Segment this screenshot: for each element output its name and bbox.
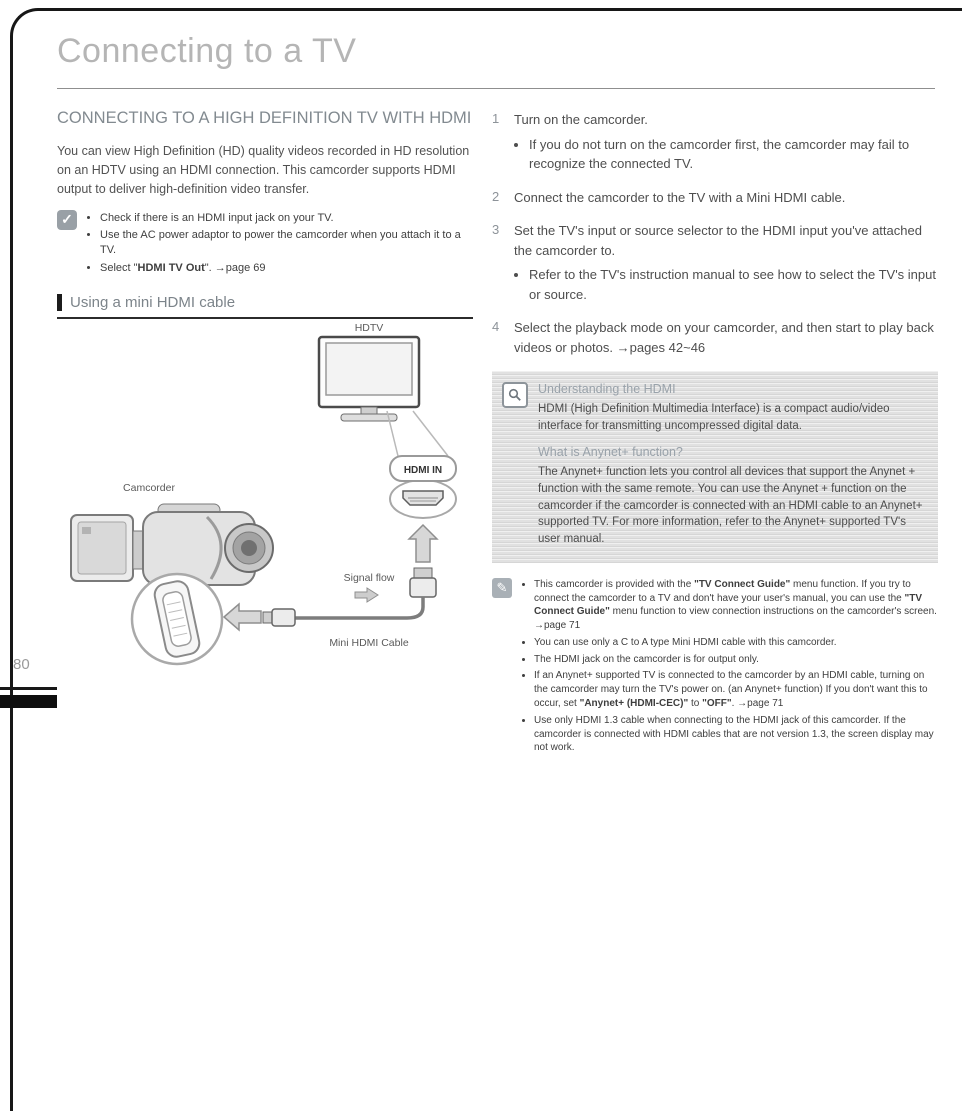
step-text: Connect the camcorder to the TV with a M…	[514, 189, 846, 205]
footnote: Use only HDMI 1.3 cable when connecting …	[534, 714, 938, 755]
step-number: 3	[492, 222, 500, 237]
footnotes-list: This camcorder is provided with the "TV …	[521, 578, 938, 759]
step-number: 2	[492, 188, 500, 204]
steps-list: 1 Turn on the camcorder. If you do not t…	[492, 110, 938, 357]
step-body: Set the TV's input or source selector to…	[514, 221, 938, 304]
info-paragraph: The Anynet+ function lets you control al…	[538, 466, 923, 546]
step-bullets: If you do not turn on the camcorder firs…	[514, 135, 938, 174]
subsection-heading: Using a mini HDMI cable	[57, 294, 473, 312]
info-heading: Understanding the HDMI	[538, 382, 676, 396]
mini-hdmi-plug-horizontal	[262, 608, 296, 627]
hdtv-illustration	[317, 336, 421, 422]
info-heading: What is Anynet+ function?	[538, 445, 683, 460]
check-notes-list: Check if there is an HDMI input jack on …	[86, 211, 473, 279]
magnifier-icon	[502, 382, 528, 408]
hdmi-in-callout: HDMI IN	[389, 455, 457, 520]
callout-lines	[386, 410, 449, 457]
footnote: This camcorder is provided with the "TV …	[534, 578, 938, 633]
check-note: Use the AC power adaptor to power the ca…	[100, 228, 473, 259]
signal-flow-label: Signal flow	[344, 572, 395, 584]
step-bullet: If you do not turn on the camcorder firs…	[529, 135, 938, 174]
hdmi-in-label: HDMI IN	[404, 465, 442, 476]
subsection-heading-text: Using a mini HDMI cable	[70, 294, 236, 312]
step-bullet: Refer to the TV's instruction manual to …	[529, 265, 938, 304]
check-icon: ✓	[57, 209, 77, 230]
insert-arrow-icon	[222, 602, 262, 632]
port-magnifier-circle	[130, 573, 224, 666]
up-arrow-icon	[407, 524, 439, 563]
subsection-divider	[57, 317, 473, 320]
hdmi-info-box: Understanding the HDMI HDMI (High Defini…	[492, 371, 938, 563]
pencil-note-icon: ✎	[492, 577, 512, 598]
camcorder-label: Camcorder	[123, 482, 175, 494]
footnotes-box: ✎ This camcorder is provided with the "T…	[492, 577, 938, 759]
step-text: Turn on the camcorder.	[514, 112, 648, 127]
right-column: 1 Turn on the camcorder. If you do not t…	[492, 110, 938, 758]
info-box-content: Understanding the HDMI HDMI (High Defini…	[538, 382, 926, 559]
info-paragraph: HDMI (High Definition Multimedia Interfa…	[538, 403, 890, 432]
connection-diagram: HDTV HDMI IN S	[70, 322, 457, 666]
footer-bar-thick	[0, 695, 57, 708]
check-note: Select "HDMI TV Out". →page 69	[100, 261, 473, 276]
step-body: Turn on the camcorder. If you do not tur…	[514, 110, 938, 174]
footer-bar-thin	[0, 687, 57, 690]
page-title: Connecting to a TV	[57, 32, 357, 70]
step-number: 1	[492, 111, 500, 126]
heading-bar	[57, 294, 62, 312]
step-3: 3 Set the TV's input or source selector …	[492, 221, 938, 304]
step-body: Connect the camcorder to the TV with a M…	[514, 188, 845, 208]
footnote: If an Anynet+ supported TV is connected …	[534, 669, 938, 710]
intro-paragraph: You can view High Definition (HD) qualit…	[57, 144, 470, 196]
step-2: 2 Connect the camcorder to the TV with a…	[492, 188, 938, 208]
signal-flow-arrow-icon	[354, 587, 379, 604]
step-number: 4	[492, 319, 500, 334]
step-4: 4 Select the playback mode on your camco…	[492, 318, 938, 357]
mini-hdmi-cable-label: Mini HDMI Cable	[329, 637, 409, 649]
step-text: Select the playback mode on your camcord…	[514, 320, 934, 355]
footnote: You can use only a C to A type Mini HDMI…	[534, 636, 938, 650]
camcorder-illustration	[70, 503, 274, 587]
step-bullets: Refer to the TV's instruction manual to …	[514, 265, 938, 304]
left-column: CONNECTING TO A HIGH DEFINITION TV WITH …	[57, 108, 473, 691]
hdtv-label: HDTV	[355, 322, 384, 334]
check-notes-box: ✓ Check if there is an HDMI input jack o…	[57, 209, 473, 279]
title-divider	[57, 88, 935, 89]
step-1: 1 Turn on the camcorder. If you do not t…	[492, 110, 938, 174]
page-number: 80	[13, 656, 30, 673]
section-heading: CONNECTING TO A HIGH DEFINITION TV WITH …	[57, 109, 472, 127]
hdmi-cable	[295, 597, 425, 620]
step-text: Set the TV's input or source selector to…	[514, 223, 922, 258]
mini-hdmi-plug-vertical	[409, 567, 437, 598]
footnote: The HDMI jack on the camcorder is for ou…	[534, 653, 938, 667]
step-body: Select the playback mode on your camcord…	[514, 318, 938, 357]
check-note: Check if there is an HDMI input jack on …	[100, 211, 473, 226]
